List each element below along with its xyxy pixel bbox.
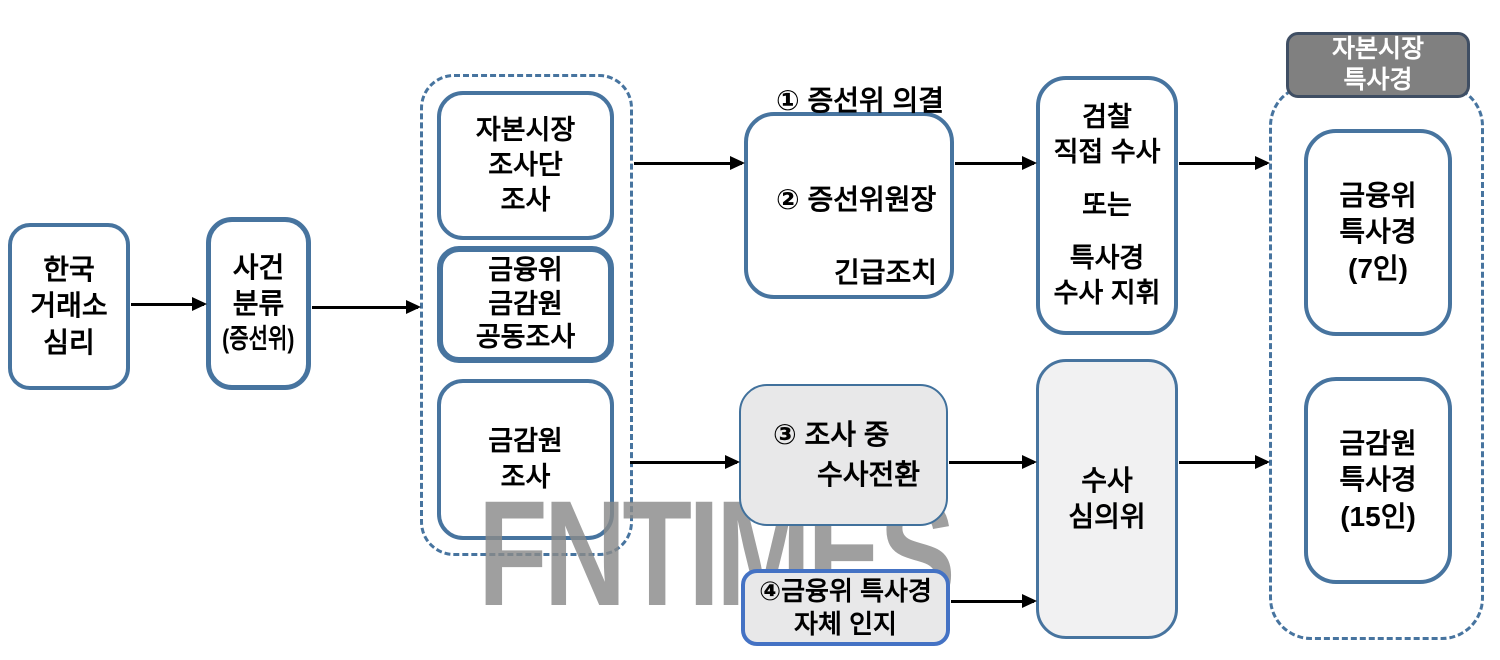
node-case-classification-sublabel: (증선위) <box>222 324 295 355</box>
arrow-selfaware-to-deliberation <box>951 594 1037 608</box>
group-header-special-police: 자본시장 특사경 <box>1286 32 1470 98</box>
conversion-line-2: 수사전환 <box>817 459 921 490</box>
resolution-option-2-line2: 긴급조치 <box>834 256 938 288</box>
node-case-classification-label: 사건 분류 <box>232 251 285 319</box>
node-joint-investigation-label: 금융위 금감원 공동조사 <box>475 254 576 353</box>
node-fsc-special-police: 금융위 특사경 (7인) <box>1304 129 1452 336</box>
conversion-line-1: ③ 조사 중 <box>773 418 890 450</box>
node-self-recognition: ④금융위 특사경 자체 인지 <box>741 569 950 646</box>
investigation-group-container <box>420 74 633 556</box>
prosecution-line-1: 검찰 직접 수사 <box>1053 101 1161 167</box>
node-conversion-to-investigation: ③ 조사 중 수사전환 <box>739 384 948 526</box>
node-fss-special-police: 금감원 특사경 (15인) <box>1304 377 1452 584</box>
arrow-resolution-to-prosecution <box>955 156 1037 170</box>
node-resolution-options: ① 증선위 의결 ② 증선위원장 긴급조치 <box>744 85 954 299</box>
group-header-special-police-label: 자본시장 특사경 <box>1331 34 1424 94</box>
node-joint-investigation: 금융위 금감원 공동조사 <box>437 246 614 363</box>
prosecution-line-2: 또는 <box>1082 189 1132 220</box>
arrow-deliberation-to-police-group <box>1179 455 1270 469</box>
node-fss-special-police-label: 금감원 특사경 (15인) <box>1339 427 1417 532</box>
node-investigation-deliberation-label: 수사 심의위 <box>1068 464 1146 532</box>
arrow-conversion-to-deliberation <box>949 455 1037 469</box>
node-capital-market-team-label: 자본시장 조사단 조사 <box>475 114 576 216</box>
arrow-prosecution-to-police-group <box>1179 156 1270 170</box>
prosecution-line-3: 특사경 수사 지휘 <box>1053 243 1161 309</box>
node-investigation-deliberation: 수사 심의위 <box>1036 359 1178 639</box>
arrow-team-to-resolution <box>634 156 745 170</box>
node-fsc-special-police-label: 금융위 특사경 (7인) <box>1339 179 1417 284</box>
node-case-classification: 사건 분류 (증선위) <box>206 217 311 390</box>
arrow-krx-to-case <box>131 297 207 311</box>
arrow-case-to-group <box>312 300 421 314</box>
resolution-option-2: ② 증선위원장 긴급조치 <box>776 146 937 328</box>
node-fss-investigation: 금감원 조사 <box>437 379 614 540</box>
node-krx-review: 한국 거래소 심리 <box>8 223 130 390</box>
node-fss-investigation-label: 금감원 조사 <box>488 426 563 492</box>
node-capital-market-team: 자본시장 조사단 조사 <box>437 91 614 240</box>
node-prosecution-direction: 검찰 직접 수사 또는 특사경 수사 지휘 <box>1036 76 1178 335</box>
arrow-fss-to-conversion <box>630 455 740 469</box>
resolution-option-1: ① 증선위 의결 <box>776 85 945 117</box>
resolution-option-2-line1: ② 증선위원장 <box>776 184 937 216</box>
node-self-recognition-label: ④금융위 특사경 자체 인지 <box>759 576 932 639</box>
node-krx-review-label: 한국 거래소 심리 <box>30 253 108 358</box>
